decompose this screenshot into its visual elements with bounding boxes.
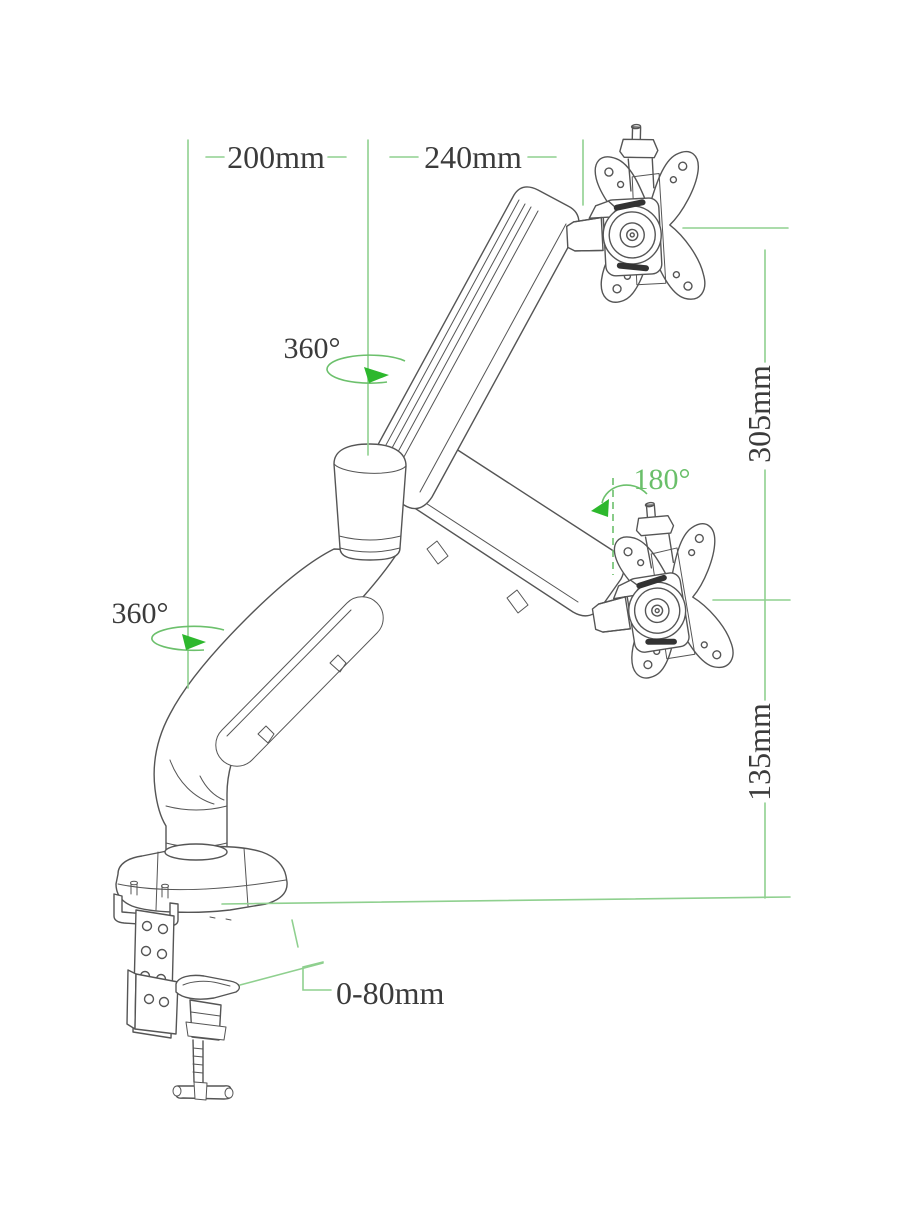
label-clamp-range: 0-80mm	[336, 975, 445, 1011]
label-360-lower: 360°	[112, 597, 169, 630]
dimension-annotations	[151, 139, 791, 991]
label-305mm: 305mm	[741, 365, 777, 463]
label-200mm: 200mm	[227, 139, 325, 175]
label-360-upper: 360°	[284, 332, 341, 365]
dimension-labels: 200mm 240mm 305mm 135mm 0-80mm 360° 360°…	[112, 139, 778, 1011]
desk-clamp	[113, 880, 241, 1101]
center-joint-cap	[333, 443, 407, 561]
extension-lines	[187, 139, 791, 991]
rotation-arrow-upper	[326, 354, 406, 384]
gas-spring-arm	[153, 548, 399, 859]
base-housing	[115, 843, 288, 921]
label-135mm: 135mm	[741, 703, 777, 801]
rotation-arrow-monitor	[591, 478, 648, 575]
rotation-arrow-lower	[151, 625, 225, 652]
label-240mm: 240mm	[424, 139, 522, 175]
monitor-arm-drawing	[113, 121, 735, 1101]
label-180: 180°	[634, 463, 691, 496]
